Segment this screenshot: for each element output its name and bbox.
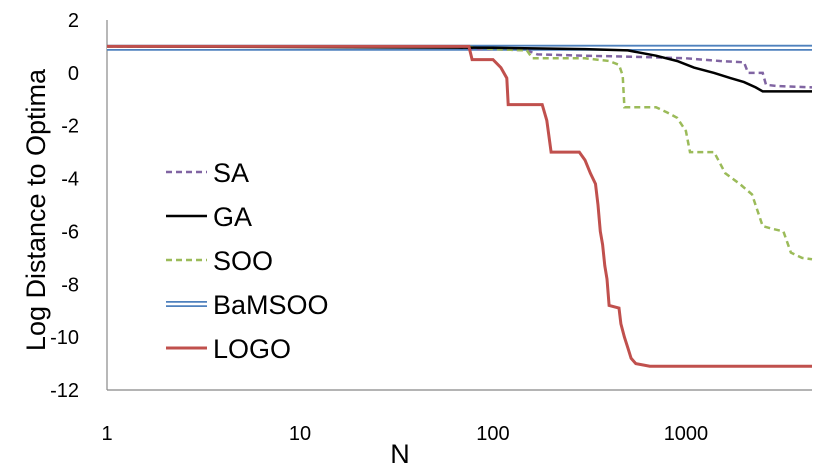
- legend-label-bamsoo: BaMSOO: [213, 290, 329, 320]
- series-logo-line: [107, 44, 812, 368]
- y-tick-label: -4: [61, 169, 79, 191]
- y-tick-label: -10: [50, 327, 79, 349]
- y-tick-label: -8: [61, 274, 79, 296]
- x-tick-label: 1000: [664, 423, 709, 445]
- legend-label-ga: GA: [213, 202, 252, 232]
- y-tick-label: -2: [61, 116, 79, 138]
- legend-label-logo: LOGO: [213, 334, 291, 364]
- x-tick-label: 1: [101, 423, 112, 445]
- series-soo-line: [107, 45, 813, 261]
- y-tick-label: 2: [68, 10, 79, 32]
- axes: [106, 20, 812, 391]
- series-ga-line: [106, 45, 812, 93]
- x-tick-label: 100: [476, 423, 509, 445]
- x-axis-title: N: [390, 439, 410, 469]
- y-tick-label: 0: [68, 63, 79, 85]
- x-tick-label: 10: [289, 423, 311, 445]
- series-group: [106, 44, 813, 368]
- y-tick-labels: 2 0 -2 -4 -6 -8 -10 -12: [50, 10, 79, 402]
- y-tick-label: -12: [50, 380, 79, 402]
- x-tick-labels: 1 10 100 1000: [101, 423, 708, 445]
- y-axis-title: Log Distance to Optima: [21, 68, 51, 351]
- legend: SA GA SOO BaMSOO LOGO: [166, 158, 329, 364]
- y-tick-label: -6: [61, 221, 79, 243]
- series-sa-line: [107, 45, 813, 89]
- legend-label-sa: SA: [213, 158, 249, 188]
- legend-label-soo: SOO: [213, 246, 273, 276]
